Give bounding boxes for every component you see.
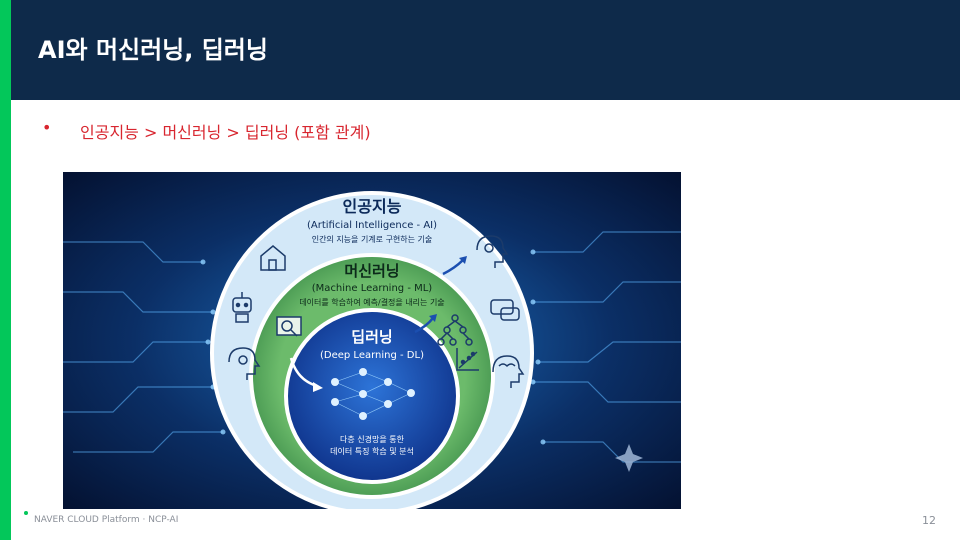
dl-inner-core — [284, 308, 460, 484]
chat-icon — [490, 299, 520, 321]
magnifier-chart-icon — [276, 316, 302, 337]
dl-desc-line1: 다층 신경망을 통한 — [340, 434, 405, 444]
footer-dot — [24, 511, 28, 515]
ml-subtitle: (Machine Learning - ML) — [312, 283, 433, 294]
accent-side-bar — [0, 0, 11, 540]
ml-title: 머신러닝 — [344, 262, 399, 280]
sparkle-icon — [615, 444, 643, 472]
network-tree-icon — [437, 314, 473, 346]
page-number: 12 — [922, 514, 936, 527]
brain-head-icon — [228, 347, 261, 380]
ai-desc: 인간의 지능을 기계로 구현하는 기술 — [312, 234, 433, 244]
ai-head-icon — [476, 235, 509, 268]
dl-desc-line2: 데이터 특징 학습 및 분석 — [330, 446, 414, 456]
scatter-chart-icon — [456, 348, 479, 371]
ml-desc: 데이터를 학습하여 예측/결정을 내리는 기술 — [299, 297, 444, 307]
slide-title: AI와 머신러닝, 딥러닝 — [38, 36, 268, 64]
slide-header: AI와 머신러닝, 딥러닝 — [11, 0, 960, 100]
bullet-text: 인공지능 > 머신러닝 > 딥러닝 (포함 관계) — [80, 123, 371, 142]
brain-icon — [492, 355, 525, 388]
house-icon — [260, 245, 286, 271]
dl-title: 딥러닝 — [351, 328, 392, 346]
robot-icon — [232, 292, 252, 323]
circuit-lines — [63, 231, 681, 463]
dl-arrow — [414, 317, 434, 334]
bullet-symbol: • — [42, 118, 52, 137]
ai-ml-dl-diagram: 인공지능 (Artificial Intelligence - AI) 인간의 … — [63, 172, 681, 509]
ai-subtitle: (Artificial Intelligence - AI) — [307, 220, 437, 231]
ml-arrow — [442, 259, 464, 276]
dl-subtitle: (Deep Learning - DL) — [320, 350, 424, 361]
circuit-nodes — [200, 249, 546, 445]
footer-text: NAVER CLOUD Platform · NCP-AI — [34, 515, 179, 525]
neural-net-icon — [334, 371, 412, 417]
ai-title: 인공지능 — [343, 197, 402, 216]
